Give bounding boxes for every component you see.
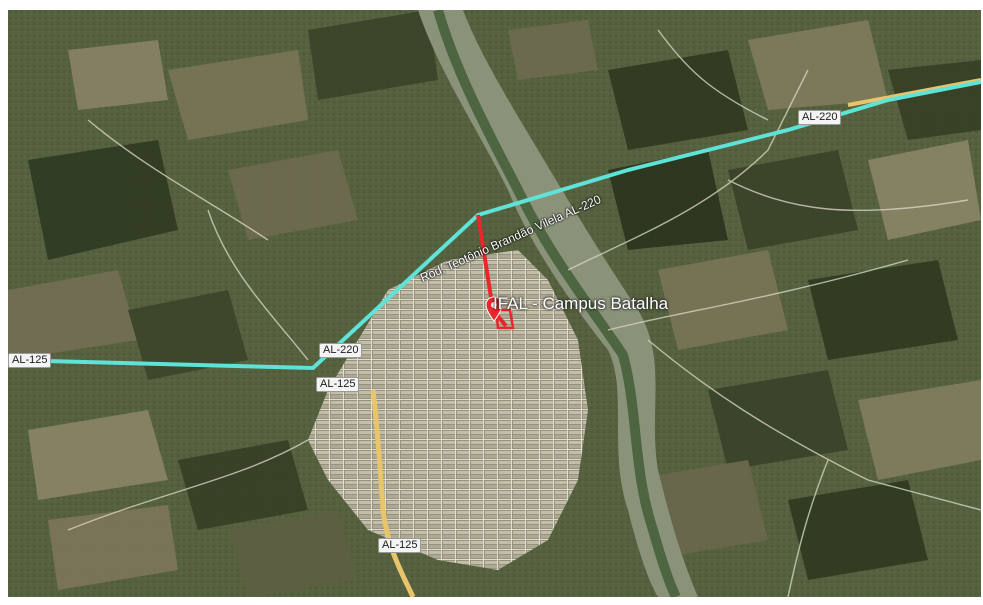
road-label-al125-south: AL-125 [378,538,422,553]
highway-line [8,80,981,371]
map-terrain [8,10,981,597]
river-valley [418,10,698,597]
road-label-al220-east: AL-220 [798,110,842,125]
map-pin-icon[interactable] [485,296,503,322]
secondary-road [370,389,416,597]
town-area [308,250,588,570]
place-label-ifal[interactable]: IFAL - Campus Batalha [493,294,669,313]
road-label-al220-west: AL-220 [319,343,363,358]
road-label-al125-west: AL-125 [8,353,52,368]
satellite-map[interactable]: IFAL - Campus Batalha Rod. Teotônio Bran… [8,10,981,597]
road-label-al125-center: AL-125 [316,377,360,392]
dirt-tracks [67,29,981,597]
farm-fields [8,10,981,597]
